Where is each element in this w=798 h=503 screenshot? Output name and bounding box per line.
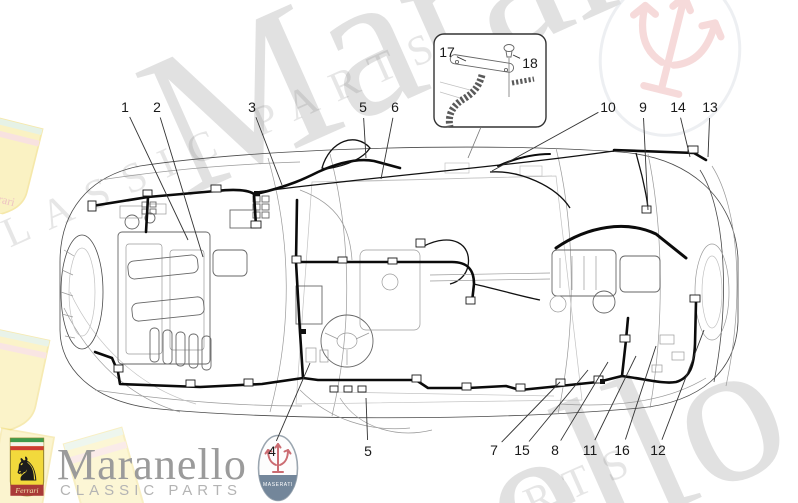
maranello-wordmark: Maranello	[57, 440, 247, 489]
bracket-strap	[449, 54, 515, 73]
callout-label-5: 5	[359, 99, 367, 115]
callout-label-10: 10	[600, 99, 616, 115]
maranello-tagline: CLASSIC PARTS	[60, 482, 242, 499]
fusebox-grid	[141, 195, 270, 219]
front-wheel	[60, 234, 104, 350]
callout-label-11: 11	[583, 442, 598, 458]
callout-leader-5	[363, 117, 367, 159]
trident-icon	[264, 443, 292, 473]
callout-label-2: 2	[153, 99, 161, 115]
callout-leader-3	[255, 117, 283, 186]
callout-label-14: 14	[670, 99, 686, 115]
engine-group	[117, 195, 270, 371]
callout-leader-5	[365, 397, 369, 441]
callout-leader-8	[560, 361, 609, 441]
rear-axle-group	[429, 249, 685, 373]
callout-leader-16	[624, 345, 657, 440]
connector-group	[87, 145, 701, 393]
ferrari-logo: ♞ Ferrari	[9, 437, 45, 497]
clip-fastener	[503, 44, 515, 97]
steering-wheel	[320, 314, 374, 368]
callout-leader-12	[661, 329, 705, 440]
callout-leader-17	[456, 56, 467, 62]
callout-leader-13	[707, 117, 711, 158]
callout-label-7: 7	[490, 442, 498, 458]
callout-label-8: 8	[551, 442, 559, 458]
callout-label-3: 3	[248, 99, 256, 115]
callout-leader-6	[380, 117, 394, 180]
ferrari-shield-text: Ferrari	[14, 486, 38, 495]
callout-leader-1	[129, 116, 189, 241]
harness-group	[90, 139, 708, 392]
maserati-logo: MASERATI	[257, 434, 299, 502]
callout-label-18: 18	[522, 55, 538, 71]
callout-leader-11	[594, 355, 637, 441]
callout-leader-14	[680, 117, 691, 158]
callout-label-1: 1	[121, 99, 129, 115]
callout-label-16: 16	[614, 442, 630, 458]
callout-label-17: 17	[439, 44, 455, 60]
callout-label-15: 15	[514, 442, 530, 458]
callout-leader-18	[512, 54, 521, 59]
cabin-group	[295, 189, 470, 368]
callout-label-13: 13	[702, 99, 718, 115]
callout-leader-10	[491, 111, 599, 172]
rear-wheel	[694, 243, 730, 341]
corrugated-hose	[445, 73, 486, 128]
callout-label-12: 12	[650, 442, 666, 458]
callout-label-6: 6	[391, 99, 399, 115]
callout-leader-15	[528, 369, 589, 442]
callout-label-5: 5	[364, 443, 372, 459]
prancing-horse-icon: ♞	[12, 451, 42, 488]
callout-leader-2	[159, 117, 204, 258]
maserati-logo-text: MASERATI	[263, 482, 293, 488]
callout-leader-7	[501, 381, 561, 443]
callout-label-9: 9	[639, 99, 647, 115]
callout-label-4: 4	[268, 443, 276, 459]
footer-branding: ♞ Ferrari Maranello CLASSIC PARTS MASERA…	[0, 433, 798, 503]
callout-leader-4	[275, 362, 311, 442]
